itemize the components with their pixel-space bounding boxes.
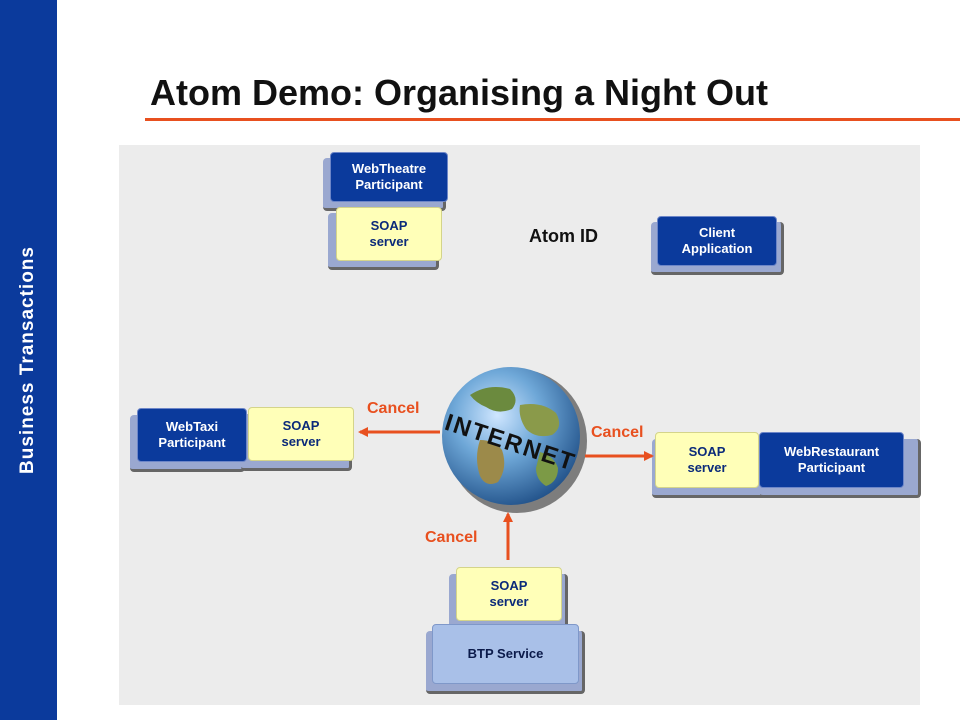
btp-service: BTP Service [432,624,579,684]
internet-globe-icon: INTERNET [441,367,587,513]
soap-server-taxi: SOAP server [248,407,354,461]
btp-service-label: BTP Service [467,646,544,661]
soap-btp-label: SOAP server [489,578,529,609]
client-application: Client Application [657,216,777,266]
client-label: Client Application [681,225,753,256]
soap-server-btp: SOAP server [456,567,562,621]
webrestaurant-participant: WebRestaurant Participant [759,432,904,488]
soap-theatre-label: SOAP server [369,218,409,249]
soap-restaurant-label: SOAP server [687,444,727,475]
atom-id-label: Atom ID [529,226,598,246]
slide-title: Atom Demo: Organising a Night Out [150,72,768,113]
soap-taxi-label: SOAP server [281,418,321,449]
webtheatre-participant: WebTheatre Participant [330,152,448,202]
soap-server-restaurant: SOAP server [655,432,759,488]
cancel-label-bottom: Cancel [425,529,478,546]
cancel-label-right: Cancel [591,424,644,441]
webtheatre-label: WebTheatre Participant [351,161,427,192]
webtaxi-participant: WebTaxi Participant [137,408,247,462]
soap-server-theatre: SOAP server [336,207,442,261]
webtaxi-label: WebTaxi Participant [158,419,226,450]
cancel-label-left: Cancel [367,400,420,417]
sidebar: Business Transactions [0,0,57,720]
title-underline [145,118,960,121]
webrestaurant-label: WebRestaurant Participant [783,444,880,475]
